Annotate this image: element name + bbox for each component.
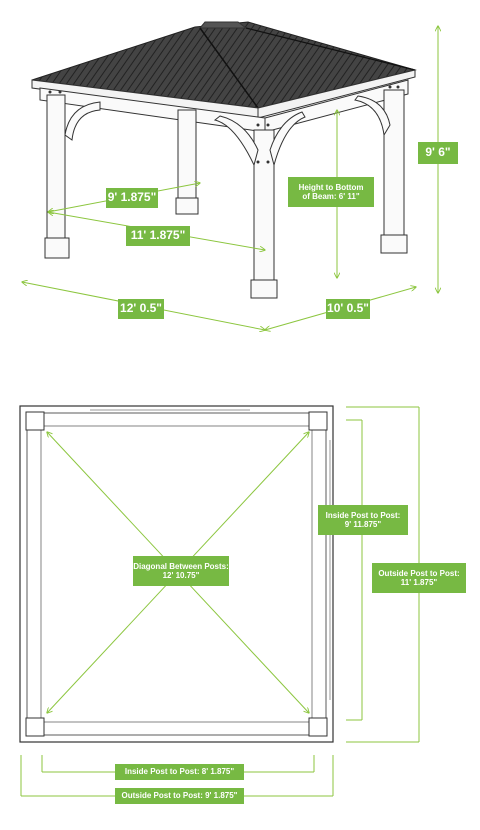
dim-depth-short: 9' 1.875" [106,188,158,208]
dim-outside-right: Outside Post to Post:11' 1.875" [372,563,466,593]
dim-inside-bottom: Inside Post to Post: 8' 1.875" [115,764,244,780]
dim-width-outer: 12' 0.5" [118,299,164,319]
dim-outside-bottom: Outside Post to Post: 9' 1.875" [115,788,244,804]
dim-inside-right: Inside Post to Post:9' 11.875" [318,505,408,535]
post-back [177,109,197,211]
plan-inner-frame [26,412,327,736]
dim-depth-outer: 10' 0.5" [326,299,370,319]
plan-outer-frame [19,405,334,743]
dim-width-inner: 11' 1.875" [126,226,190,246]
plan-view [19,405,334,743]
dim-diagonal: Diagonal Between Posts:12' 10.75" [133,556,229,586]
plan-posts [25,411,328,737]
dim-height-total: 9' 6" [418,142,458,164]
brace [354,95,391,137]
roof-cap [198,21,248,29]
plan-dimension-lines [20,406,420,797]
brace [213,115,259,167]
brace [269,111,306,167]
post-left [46,94,66,246]
eave-side [257,69,416,119]
gazebo-isometric [31,21,417,299]
post-right [383,89,405,241]
brace [64,101,101,141]
